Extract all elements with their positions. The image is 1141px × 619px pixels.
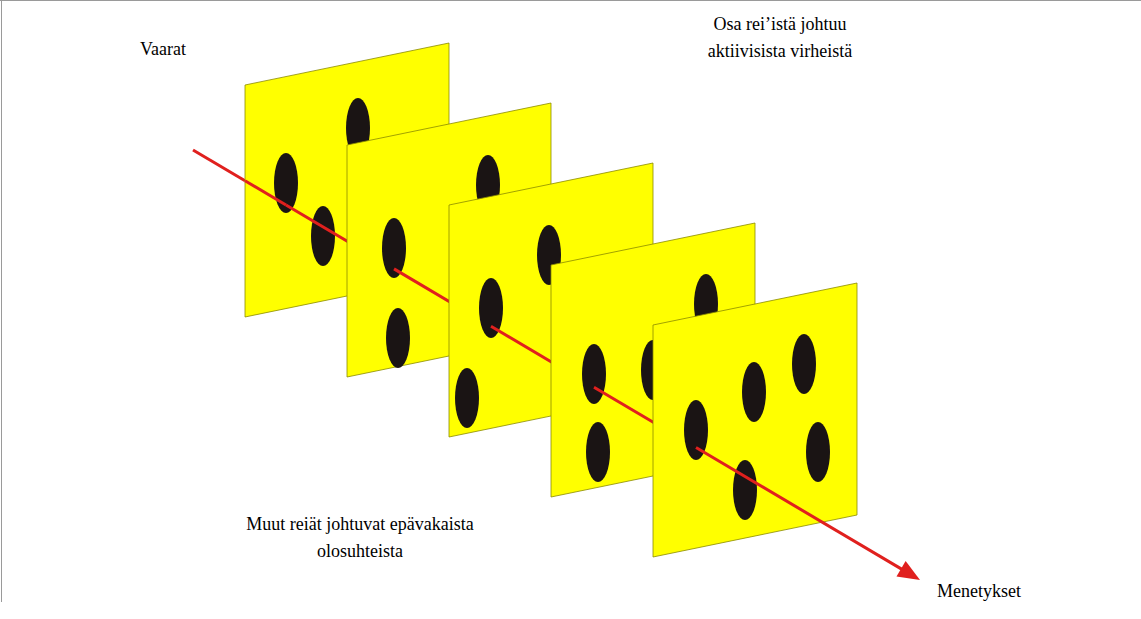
cheese-hole [792,334,816,394]
hazard-trajectory [245,181,286,205]
cheese-hole [479,278,503,338]
latent-conditions-note: Muut reiät johtuvat epävakaista olosuhte… [245,511,475,565]
cheese-hole [742,362,766,422]
cheese-slice [653,283,857,557]
cheese-hole [386,308,410,368]
cheese-hole [311,206,335,266]
active-failures-note: Osa rei’istä johtuu aktiivisista virheis… [680,11,880,65]
losses-label: Menetykset [937,578,1097,605]
cheese-hole [582,344,606,404]
cheese-hole [455,368,479,428]
hazards-label: Vaarat [140,36,260,63]
arrowhead [896,561,920,580]
hazard-trajectory [193,150,245,181]
frame-line [0,0,1141,1]
cheese-hole [733,460,757,520]
hazard-trajectory [696,448,905,572]
frame-line [1,0,2,602]
cheese-hole [806,422,830,482]
cheese-hole [586,422,610,482]
